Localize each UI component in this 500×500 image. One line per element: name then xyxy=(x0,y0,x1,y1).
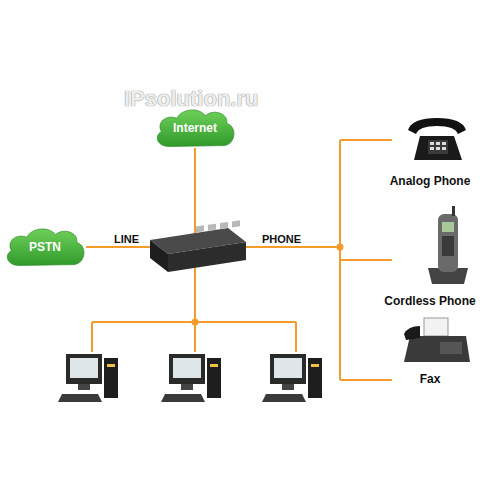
tower xyxy=(104,358,118,398)
port xyxy=(220,222,228,229)
fax-body xyxy=(404,336,470,362)
junction-dot xyxy=(192,319,199,326)
computer-icon xyxy=(262,354,322,402)
lan-drop xyxy=(194,322,196,352)
keyboard xyxy=(262,394,306,402)
device-ports xyxy=(196,220,240,232)
device-side xyxy=(150,240,168,272)
phone-handset xyxy=(408,118,466,134)
port xyxy=(208,224,216,231)
cloud-outline xyxy=(7,229,84,266)
keyboard xyxy=(161,394,205,402)
cordless-phone-icon xyxy=(428,206,468,284)
tower xyxy=(308,358,322,398)
watermark: IPsolution.ru xyxy=(124,86,258,112)
phone-body xyxy=(414,136,462,160)
device-label-node: Fax xyxy=(372,370,488,388)
device-label-node: Cordless Phone xyxy=(372,292,488,310)
port-label: PHONE xyxy=(262,233,301,245)
network-wires xyxy=(86,140,392,380)
cloud-label: Internet xyxy=(173,121,217,135)
cloud-node: PSTN xyxy=(2,225,88,269)
monitor xyxy=(66,354,102,384)
fax-paper xyxy=(424,318,448,336)
phone-handset xyxy=(438,214,458,272)
cloud-label: PSTN xyxy=(29,240,61,254)
fax-keypad xyxy=(440,342,462,354)
screen xyxy=(70,358,98,378)
phone-keypad xyxy=(442,236,454,256)
fax-handset xyxy=(404,326,420,340)
port xyxy=(196,225,204,232)
phone-keypad xyxy=(428,140,448,154)
lan-drop xyxy=(91,322,93,352)
monitor xyxy=(270,354,306,384)
line-wire xyxy=(86,246,152,248)
device-label-node: Analog Phone xyxy=(372,172,488,190)
port xyxy=(232,220,240,227)
internet-wire xyxy=(194,148,196,236)
port-label: LINE xyxy=(114,233,139,245)
computers xyxy=(58,354,322,402)
gateway-device xyxy=(150,220,246,272)
screen xyxy=(173,358,201,378)
device-front xyxy=(168,242,246,272)
cloud-outline xyxy=(157,110,234,147)
screen xyxy=(274,358,302,378)
phone-wire xyxy=(246,246,340,248)
monitor xyxy=(169,354,205,384)
junction-dot xyxy=(337,244,344,251)
computer-icon xyxy=(161,354,221,402)
phone-branch xyxy=(340,379,392,381)
lan-drop xyxy=(295,322,297,352)
phone-branch xyxy=(340,139,392,141)
device-label: Fax xyxy=(420,372,441,386)
device-label: Analog Phone xyxy=(390,174,471,188)
phone-antenna xyxy=(452,206,455,216)
keyboard xyxy=(58,394,102,402)
cloud-node: Internet xyxy=(152,106,238,150)
lan-wire xyxy=(194,268,196,322)
analog-phone-icon xyxy=(408,118,466,160)
computer-icon xyxy=(58,354,118,402)
fax-icon xyxy=(404,318,470,362)
device-label: Cordless Phone xyxy=(384,294,475,308)
phone-screen xyxy=(442,222,454,232)
tower xyxy=(207,358,221,398)
phone-branch xyxy=(340,259,392,261)
